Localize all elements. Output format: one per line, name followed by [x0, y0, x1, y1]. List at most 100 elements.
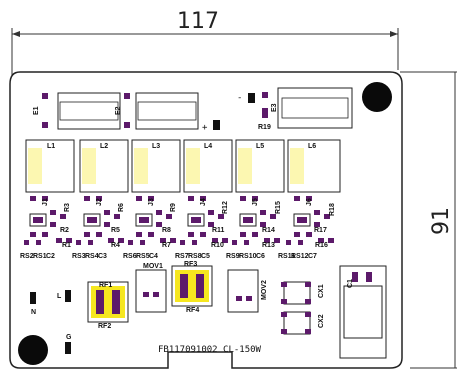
- inductor-l1: L1: [25, 139, 75, 193]
- capacitor-e3-label: E3: [271, 103, 278, 112]
- driver-channel-1: J1 R3 R2 R1: [29, 196, 72, 249]
- mounting-hole-top-right: [362, 82, 392, 112]
- resistor-r9-label: R9: [170, 203, 177, 212]
- resistor-r19: R19: [258, 113, 271, 131]
- resistor-r18-label: R18: [329, 203, 336, 216]
- capacitor-e1-label: E1: [33, 106, 40, 115]
- resistor-r11-label: R11: [212, 227, 225, 234]
- led-j1-label: J1: [42, 198, 49, 206]
- capacitor-e1: E1: [33, 92, 121, 130]
- plus-pad: [213, 120, 220, 130]
- mov1-label: MOV1: [143, 263, 163, 270]
- resistor-r2-label: R2: [60, 227, 69, 234]
- rf2-label: RF2: [98, 323, 111, 330]
- rf3-label: RF3: [184, 261, 197, 268]
- ac-terminal-g-label: G: [66, 334, 72, 341]
- rs4-label: RS4: [85, 253, 99, 260]
- cx1-label: CX1: [318, 284, 325, 298]
- width-dimension: 117: [11, 9, 399, 85]
- resistor-r16-label: R16: [315, 242, 328, 249]
- fuse-rf1-rf2: RF1 RF2: [87, 281, 129, 330]
- driver-channel-4: J4 R12 R11 R10: [187, 196, 229, 249]
- capacitor-cx2: CX2: [281, 311, 325, 335]
- resistor-r19-label: R19: [258, 124, 271, 131]
- capacitor-e2-label: E2: [115, 106, 122, 115]
- rs1-label: RS1: [33, 253, 47, 260]
- led-j6-label: J6: [306, 198, 313, 206]
- rs7-label: RS7: [175, 253, 189, 260]
- led-j2-label: J2: [96, 198, 103, 206]
- resistor-r3-label: R3: [64, 203, 71, 212]
- resistor-r17-label: R17: [314, 227, 327, 234]
- board-marking: FB117091002 CL-150W: [158, 345, 262, 355]
- resistor-r6-label: R6: [118, 203, 125, 212]
- driver-channel-6: J6 R18 R17 R16: [293, 196, 336, 249]
- board-outline: [9, 71, 403, 369]
- rs2-label: RS2: [20, 253, 34, 260]
- led-j5-label: J5: [252, 198, 259, 206]
- resistor-r15-label: R15: [275, 201, 282, 214]
- varistor-mov1: MOV1: [135, 263, 167, 313]
- rf1-label: RF1: [99, 282, 112, 289]
- resistor-r10-label: R10: [211, 242, 224, 249]
- capacitor-c1: C1: [339, 265, 387, 359]
- c3-label: C3: [98, 253, 107, 260]
- width-dimension-label: 117: [177, 9, 219, 34]
- c6-label: C6: [256, 253, 265, 260]
- ac-terminal-g: G: [65, 334, 72, 354]
- inductor-l2-label: L2: [100, 143, 108, 150]
- capacitor-cx1: CX1: [281, 281, 325, 305]
- rs11-label: RS11: [278, 253, 295, 260]
- driver-channel-2: J2 R6 R5 R4: [83, 196, 125, 249]
- inductor-l2: L2: [79, 139, 129, 193]
- rf4-label: RF4: [186, 307, 199, 314]
- inductor-l6-label: L6: [308, 143, 316, 150]
- ac-terminal-l: L: [57, 290, 71, 302]
- mov2-label: MOV2: [261, 280, 268, 300]
- inductor-l3-label: L3: [152, 143, 160, 150]
- inductor-l1-label: L1: [47, 143, 55, 150]
- plus-symbol: +: [202, 123, 208, 133]
- inductor-l4: L4: [183, 139, 233, 193]
- resistor-r13-label: R13: [262, 242, 275, 249]
- resistor-r14-label: R14: [262, 227, 275, 234]
- mounting-hole-bottom-left: [18, 335, 48, 365]
- inductor-l4-label: L4: [204, 143, 212, 150]
- led-j4-label: J4: [200, 198, 207, 206]
- inductor-l6: L6: [287, 139, 341, 193]
- height-dimension-label: 91: [429, 207, 454, 235]
- c5-label: C5: [201, 253, 210, 260]
- capacitor-e2: E2: [115, 92, 199, 130]
- resistor-r5-label: R5: [111, 227, 120, 234]
- sense-resistor-row: RS2 RS1 C2 RS3 RS4 C3 RS6 RS5 C4 RS7 RS8…: [20, 240, 317, 260]
- led-j3-label: J3: [148, 198, 155, 206]
- inductor-row: L1 L2 L3 L4 L5 L6: [25, 139, 341, 193]
- ac-terminal-n: N: [30, 292, 36, 316]
- resistor-r1-label: R1: [62, 242, 71, 249]
- ac-terminal-l-label: L: [57, 293, 62, 300]
- rs12-label: RS12: [291, 253, 309, 260]
- inductor-l3: L3: [131, 139, 181, 193]
- rs8-label: RS8: [188, 253, 202, 260]
- cx2-label: CX2: [318, 314, 325, 328]
- c2-label: C2: [46, 253, 55, 260]
- resistor-r7-label: R7: [162, 242, 171, 249]
- ac-terminal-n-label: N: [31, 309, 36, 316]
- height-dimension: 91: [400, 71, 457, 369]
- rs6-label: RS6: [123, 253, 137, 260]
- c4-label: C4: [149, 253, 158, 260]
- driver-channel-3: J3 R9 R8 R7: [135, 196, 177, 249]
- inductor-l5-label: L5: [256, 143, 264, 150]
- minus-symbol: -: [237, 93, 242, 103]
- resistor-r4-label: R4: [111, 242, 120, 249]
- minus-pad: [248, 93, 255, 103]
- rs10-label: RS10: [239, 253, 257, 260]
- resistor-r12-label: R12: [222, 201, 229, 214]
- c7-label: C7: [308, 253, 317, 260]
- resistor-r8-label: R8: [162, 227, 171, 234]
- driver-channel-5: J5 R15 R14 R13: [239, 196, 282, 249]
- inductor-l5: L5: [235, 139, 285, 193]
- varistor-mov2: MOV2: [227, 269, 268, 313]
- fuse-rf3-rf4: RF3 RF4: [171, 261, 213, 314]
